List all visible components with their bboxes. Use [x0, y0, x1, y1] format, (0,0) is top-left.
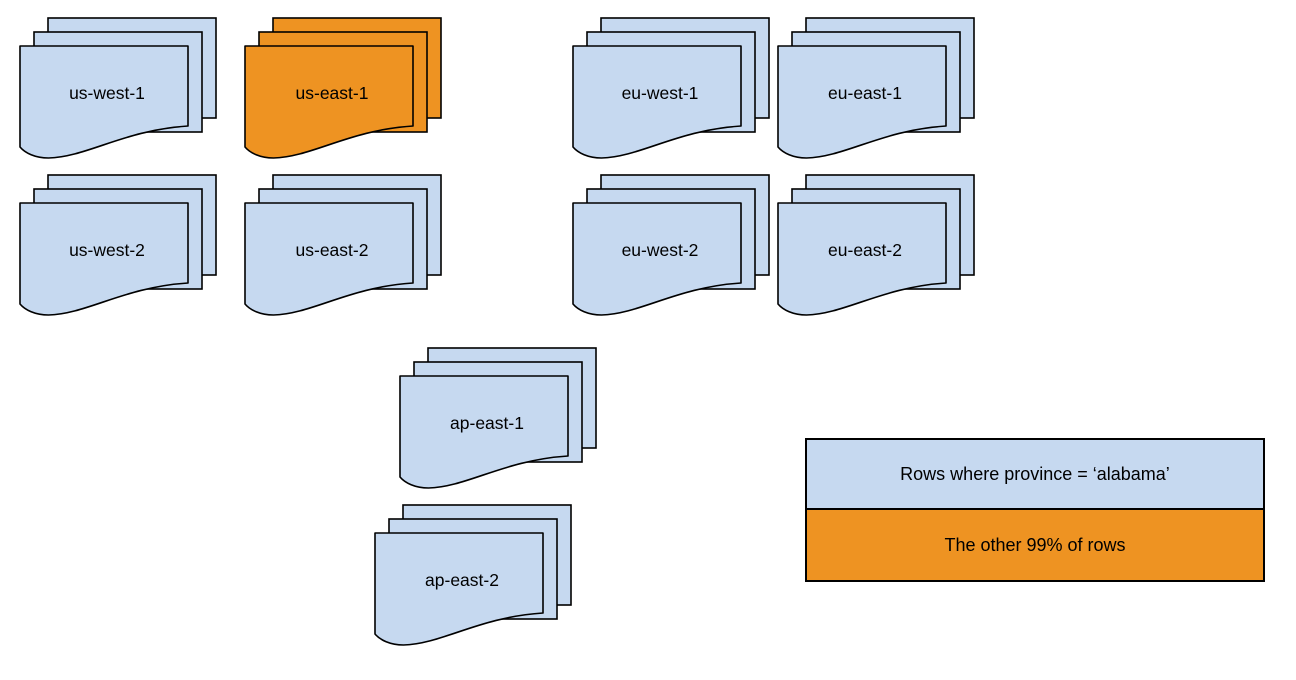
- document-stack-us-west-1[interactable]: us-west-1: [19, 17, 217, 168]
- document-stack-shape-eu-west-2: [572, 174, 770, 316]
- document-sheet-front: [19, 45, 189, 159]
- document-stack-shape-us-east-1: [244, 17, 442, 159]
- document-sheet-front: [777, 45, 947, 159]
- legend-label-legend-orange: The other 99% of rows: [944, 534, 1126, 555]
- document-stack-shape-us-east-2: [244, 174, 442, 316]
- legend-box: Rows where province = ‘alabama’ The other…: [805, 438, 1265, 582]
- document-stack-shape-eu-west-1: [572, 17, 770, 159]
- document-sheet-front: [572, 202, 742, 316]
- legend-label-legend-blue: Rows where province = ‘alabama’: [900, 463, 1170, 484]
- document-sheet-front: [374, 532, 544, 646]
- document-stack-shape-us-west-2: [19, 174, 217, 316]
- document-stack-eu-west-2[interactable]: eu-west-2: [572, 174, 770, 325]
- document-stack-ap-east-2[interactable]: ap-east-2: [374, 504, 572, 655]
- document-stack-shape-ap-east-2: [374, 504, 572, 646]
- document-stack-shape-eu-east-1: [777, 17, 975, 159]
- document-stack-us-east-1[interactable]: us-east-1: [244, 17, 442, 168]
- document-sheet-front: [777, 202, 947, 316]
- document-stack-shape-eu-east-2: [777, 174, 975, 316]
- document-stack-shape-ap-east-1: [399, 347, 597, 489]
- document-sheet-front: [19, 202, 189, 316]
- document-stack-eu-west-1[interactable]: eu-west-1: [572, 17, 770, 168]
- document-sheet-front: [399, 375, 569, 489]
- document-stack-shape-us-west-1: [19, 17, 217, 159]
- document-sheet-front: [244, 45, 414, 159]
- document-sheet-front: [572, 45, 742, 159]
- legend-row-legend-blue: Rows where province = ‘alabama’: [807, 440, 1263, 510]
- document-stack-ap-east-1[interactable]: ap-east-1: [399, 347, 597, 498]
- document-stack-eu-east-2[interactable]: eu-east-2: [777, 174, 975, 325]
- document-stack-eu-east-1[interactable]: eu-east-1: [777, 17, 975, 168]
- document-stack-us-east-2[interactable]: us-east-2: [244, 174, 442, 325]
- document-stack-us-west-2[interactable]: us-west-2: [19, 174, 217, 325]
- legend-row-legend-orange: The other 99% of rows: [807, 510, 1263, 580]
- document-sheet-front: [244, 202, 414, 316]
